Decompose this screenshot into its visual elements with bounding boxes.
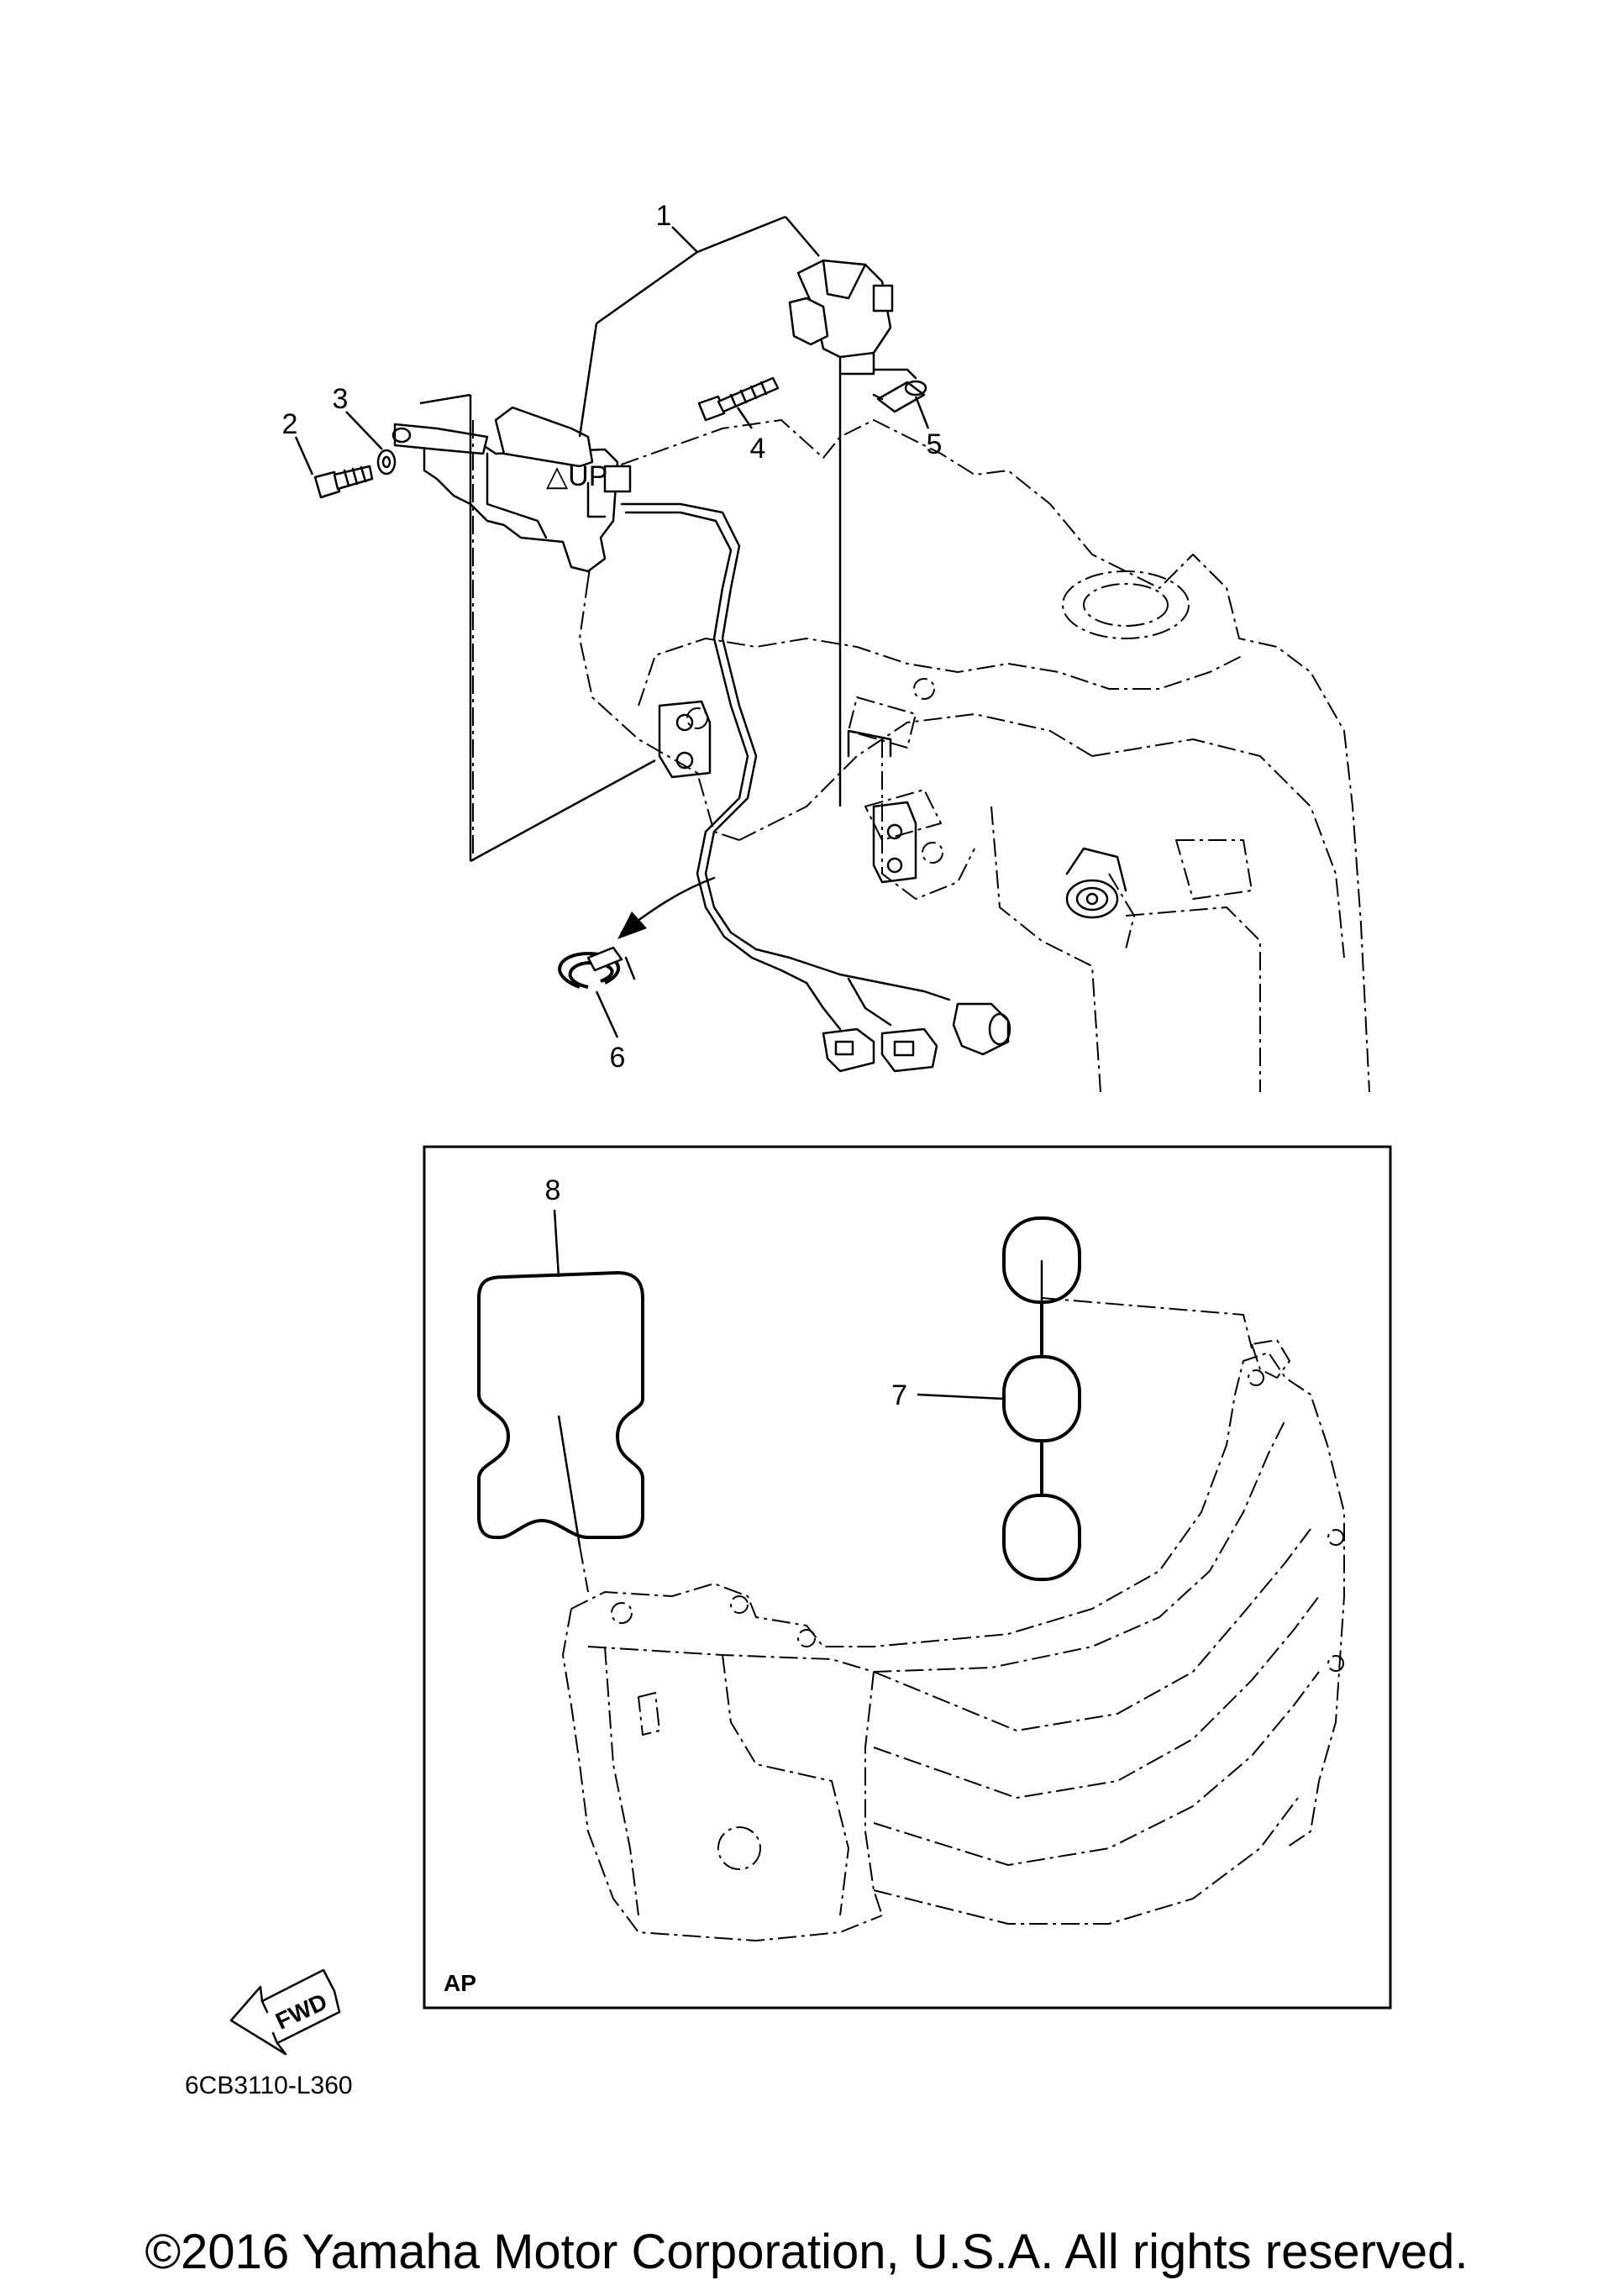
screw-4 xyxy=(697,376,780,422)
leader-8 xyxy=(553,1209,560,1278)
o-ring-ref-line xyxy=(1041,1297,1253,1349)
callout-3: 3 xyxy=(333,383,349,415)
sensor-wire-harness xyxy=(620,502,1011,1073)
diagram-code: 6CB3110-L360 xyxy=(185,2072,353,2099)
callout-5: 5 xyxy=(927,428,943,460)
o-ring-middle xyxy=(1002,1355,1081,1442)
boss-top xyxy=(847,729,892,758)
callout-1: 1 xyxy=(656,200,672,232)
mounting-boss-left xyxy=(658,700,712,779)
callout-8: 8 xyxy=(545,1174,561,1206)
callout-2: 2 xyxy=(282,408,298,440)
pin-5 xyxy=(872,368,927,413)
copyright-notice: ©2016 Yamaha Motor Corporation, U.S.A. A… xyxy=(144,2225,1468,2279)
clamp-arrow-head xyxy=(617,912,647,939)
inset-tag: AP xyxy=(444,1970,476,1996)
throttle-body-outline xyxy=(579,419,1370,1093)
inset-frame xyxy=(423,1145,1392,2010)
clamp-6 xyxy=(558,946,636,989)
throttle-shaft-end xyxy=(1065,847,1127,919)
callout-4: 4 xyxy=(750,433,766,465)
upper-assembly: △UP xyxy=(282,200,1370,1093)
washer-3 xyxy=(376,449,397,475)
callout-6: 6 xyxy=(610,1042,626,1074)
bolt-2 xyxy=(313,465,374,499)
gasket-8 xyxy=(477,1271,644,1539)
intake-manifold-outline xyxy=(562,1339,1345,1941)
callout-7: 7 xyxy=(891,1379,907,1411)
sensor-up-mark: △UP xyxy=(546,460,607,492)
sensor-with-bracket: △UP xyxy=(391,406,632,573)
gasket-ref-line xyxy=(557,1415,581,1547)
o-ring-bottom xyxy=(1002,1494,1081,1581)
leader-lines xyxy=(294,215,930,1038)
gasket-inset: 8 7 AP xyxy=(423,1145,1392,2010)
forward-direction-indicator: FWD xyxy=(229,1968,341,2056)
o-rings-7 xyxy=(917,1216,1081,1581)
gasket-ref-dash xyxy=(579,1545,589,1593)
throttle-position-sensor xyxy=(788,259,894,376)
mounting-boss-center xyxy=(872,801,917,884)
